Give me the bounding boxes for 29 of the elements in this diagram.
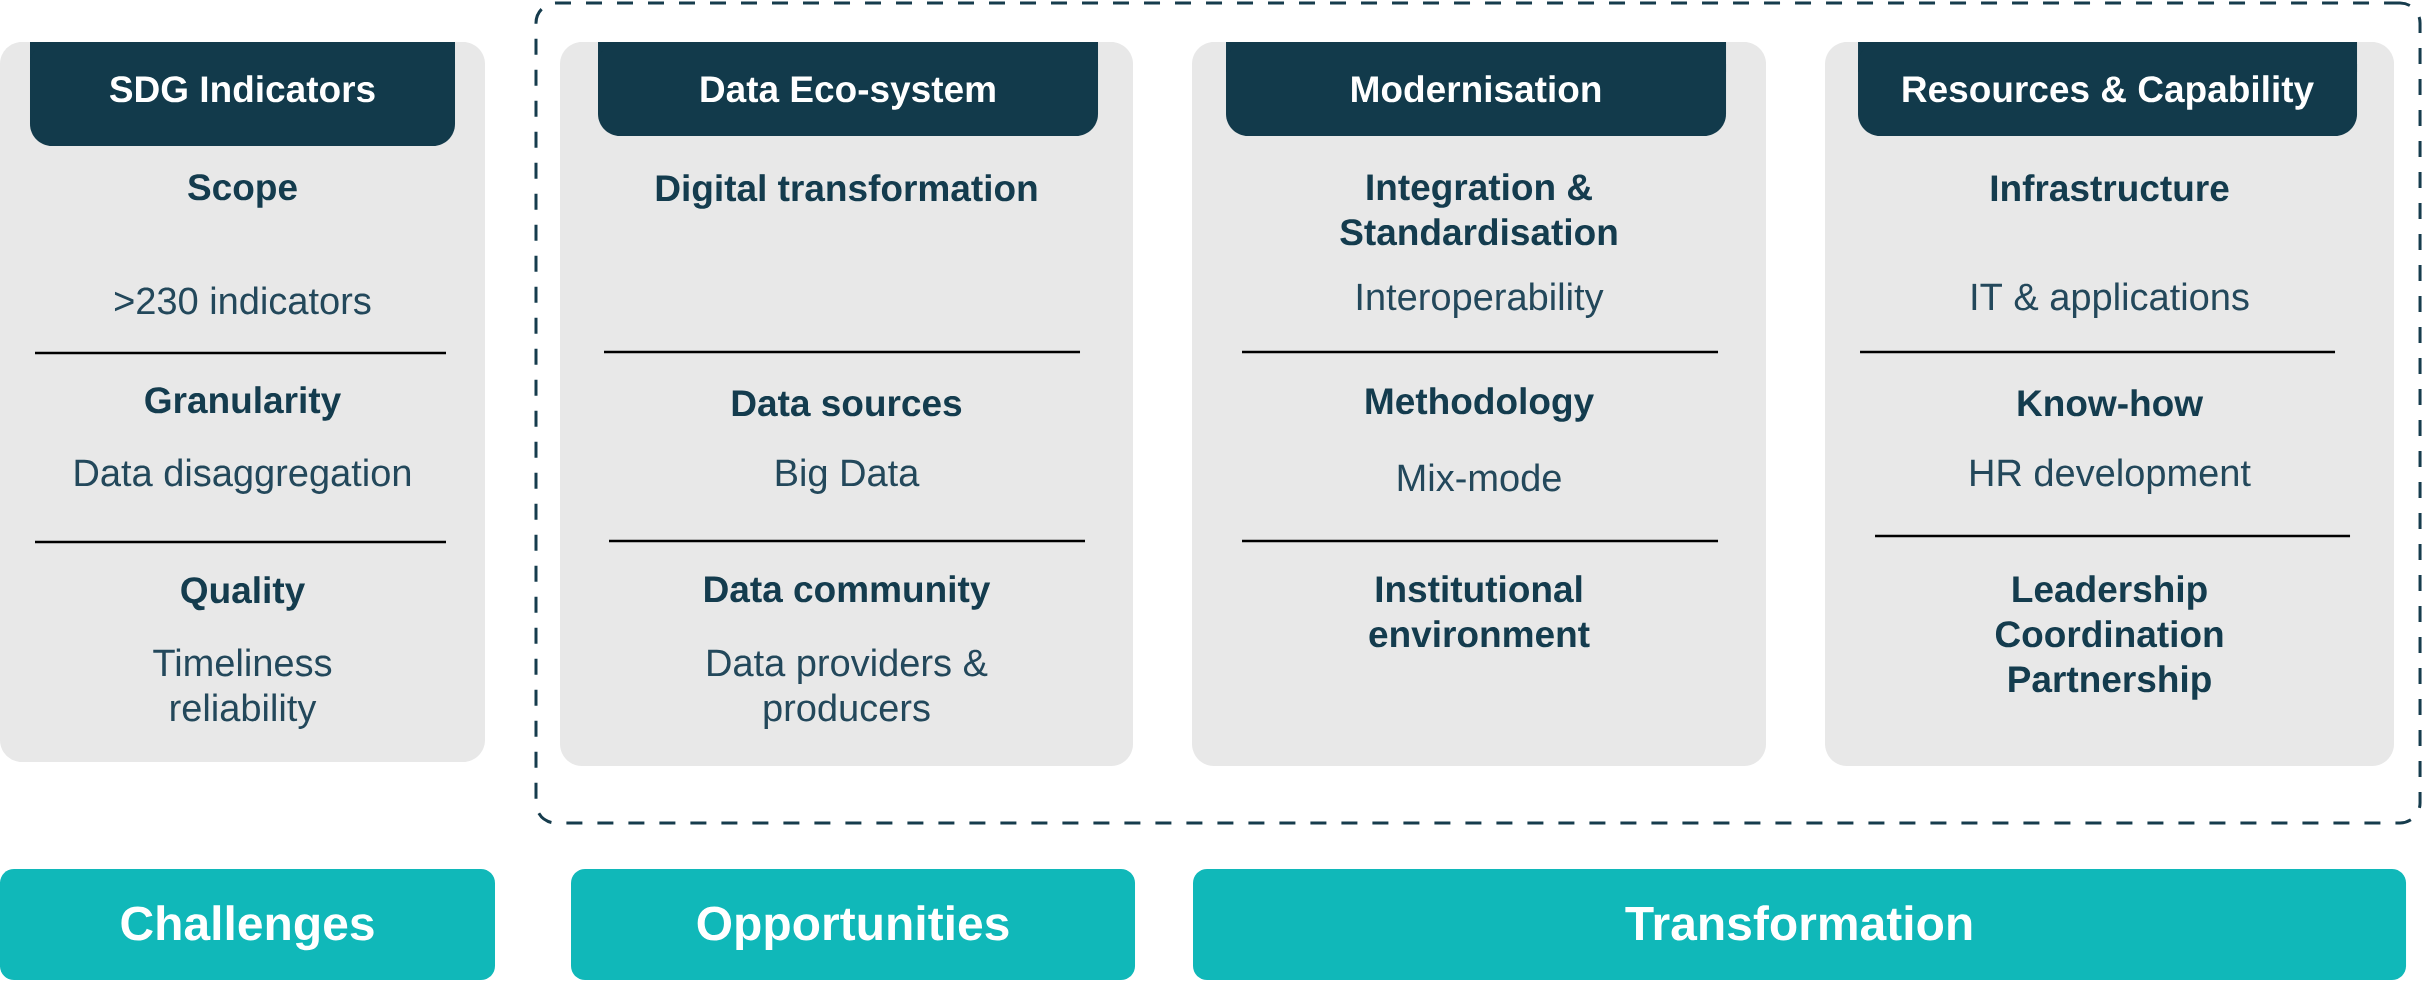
section-heading: Data sources [732, 390, 962, 417]
section-heading: Methodology [1366, 387, 1594, 422]
section-heading: Infrastructure [1991, 174, 2229, 202]
section-text: Data providers & producers [708, 648, 988, 729]
section-text: >230 indicators [115, 286, 371, 315]
section-heading: Institutional environment [1369, 575, 1590, 648]
section-text: Timeliness reliability [153, 648, 332, 729]
section-heading: Leadership Coordination Partnership [1995, 575, 2223, 700]
section-heading: Scope [188, 174, 297, 208]
section-text: Data disaggregation [75, 458, 410, 494]
section-text: Interoperability [1357, 282, 1604, 318]
dashed-frame [534, 1, 2422, 825]
header-band: SDG Indicators [30, 42, 455, 146]
section-heading: Data community [705, 575, 991, 610]
label-bar: Challenges [0, 869, 495, 980]
header-band: Data Eco-system [598, 42, 1098, 136]
section-heading: Digital transformation [656, 174, 1037, 209]
section-heading: Quality [181, 576, 306, 611]
label-bar: Transformation [1193, 869, 2407, 980]
section-heading: Know-how [2018, 389, 2204, 417]
section-heading: Granularity [145, 386, 341, 421]
section-text: HR development [1971, 458, 2251, 494]
section-text: Mix-mode [1398, 463, 1561, 492]
section-text: Big Data [776, 458, 920, 494]
header-band: Resources & Capability [1858, 42, 2358, 136]
label-bar: Opportunities [571, 869, 1135, 980]
section-heading: Integration & Standardisation [1340, 173, 1617, 246]
header-band: Modernisation [1226, 42, 1726, 136]
section-text: IT & applications [1972, 282, 2249, 318]
